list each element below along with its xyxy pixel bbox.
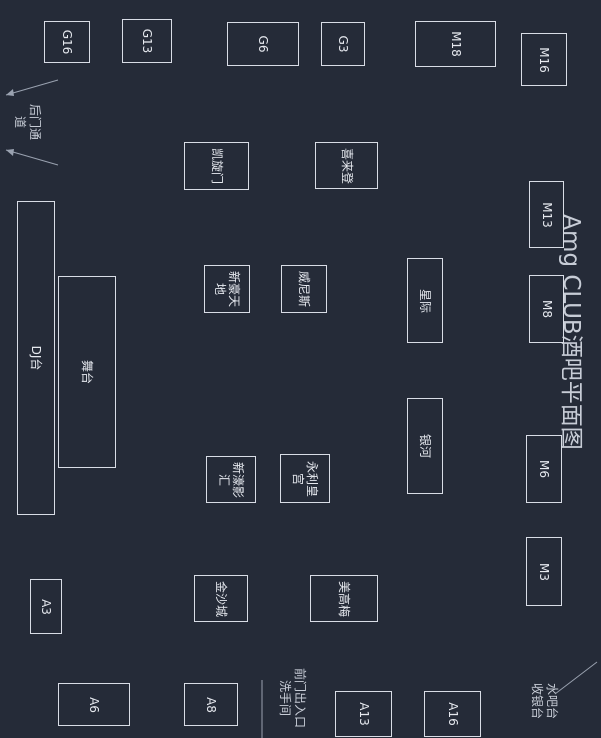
back-passage-line-1: 后门通 <box>28 103 42 141</box>
room-m8-label: M8 <box>539 300 554 318</box>
bar-label-line-2: 收银台 <box>530 682 544 720</box>
room-yinhe-label: 银河 <box>418 433 432 459</box>
back-passage-arrowhead-upper <box>6 89 14 96</box>
room-g16-label: G16 <box>60 29 74 55</box>
room-m6-label: M6 <box>537 460 551 478</box>
room-g16[interactable]: G16 <box>44 21 90 63</box>
room-yonglihuanggong-label: 永利皇宫 <box>291 460 319 497</box>
room-a13-label: A13 <box>356 702 371 726</box>
front-entrance-line-1: 前门出入口 <box>293 667 307 729</box>
room-m3[interactable]: M3 <box>526 537 562 606</box>
room-yinhe[interactable]: 银河 <box>407 398 443 494</box>
room-kaixuanmen-label: 凯旋门 <box>209 147 224 185</box>
room-g6-label: G6 <box>256 35 270 53</box>
room-xilaideng-label: 喜来登 <box>339 147 354 184</box>
room-xingji[interactable]: 星际 <box>407 258 443 343</box>
room-g6[interactable]: G6 <box>227 22 299 66</box>
bar-marker-line <box>554 661 598 695</box>
room-xilaideng[interactable]: 喜来登 <box>315 142 378 189</box>
back-passage-label: 后门通 道 <box>12 104 42 140</box>
room-a13[interactable]: A13 <box>335 691 392 737</box>
back-passage-line-2: 道 <box>13 115 27 129</box>
room-m13-label: M13 <box>539 201 554 228</box>
room-m8[interactable]: M8 <box>529 275 564 343</box>
room-weinisi-label: 威尼斯 <box>297 270 311 308</box>
dj-booth-label: DJ台 <box>29 345 43 371</box>
room-jinshacheng[interactable]: 金沙城 <box>194 575 248 622</box>
room-jinshacheng-label: 金沙城 <box>214 580 228 617</box>
room-meigaomei[interactable]: 美高梅 <box>310 575 378 622</box>
room-g3-label: G3 <box>336 35 350 53</box>
room-m3-label: M3 <box>537 562 551 581</box>
room-xinhaotiandi[interactable]: 新豪天地 <box>204 265 250 313</box>
room-m16-label: M16 <box>537 46 551 73</box>
front-entrance-label: 前门出入口 洗手间 <box>277 668 307 728</box>
bar-cashier-label: 水吧台 收银台 <box>529 683 559 719</box>
room-kaixuanmen[interactable]: 凯旋门 <box>184 142 249 190</box>
room-xingji-label: 星际 <box>418 288 432 313</box>
room-g13-label: G13 <box>140 28 154 54</box>
back-passage-arrowhead-lower <box>6 149 14 156</box>
room-a3-label: A3 <box>39 598 53 615</box>
stage-label: 舞台 <box>80 359 94 385</box>
room-xinhaoyinghui[interactable]: 新濠影汇 <box>206 456 256 503</box>
front-entrance-line-2: 洗手间 <box>278 679 292 717</box>
back-passage-arrow-lower <box>5 149 59 166</box>
room-weinisi[interactable]: 威尼斯 <box>281 265 327 313</box>
room-g3[interactable]: G3 <box>321 22 365 66</box>
room-a8-label: A8 <box>204 696 218 713</box>
room-yonglihuanggong[interactable]: 永利皇宫 <box>280 454 330 503</box>
room-a8[interactable]: A8 <box>184 683 238 726</box>
bar-label-line-1: 水吧台 <box>545 682 559 720</box>
room-a16-label: A16 <box>445 702 460 726</box>
room-m18[interactable]: M18 <box>415 21 496 67</box>
room-xinhaoyinghui-label: 新濠影汇 <box>217 461 245 498</box>
room-m18-label: M18 <box>448 31 463 57</box>
room-a6[interactable]: A6 <box>58 683 130 726</box>
room-a16[interactable]: A16 <box>424 691 481 737</box>
room-a3[interactable]: A3 <box>30 579 62 634</box>
room-m6[interactable]: M6 <box>526 435 562 503</box>
stage[interactable]: 舞台 <box>58 276 116 468</box>
room-m16[interactable]: M16 <box>521 33 567 86</box>
dj-booth[interactable]: DJ台 <box>17 201 55 515</box>
room-g13[interactable]: G13 <box>122 19 172 63</box>
room-a6-label: A6 <box>87 696 101 713</box>
back-passage-arrow-upper <box>5 79 59 96</box>
room-meigaomei-label: 美高梅 <box>337 580 351 617</box>
room-m13[interactable]: M13 <box>529 181 564 248</box>
room-xinhaotiandi-label: 新豪天地 <box>213 270 241 307</box>
